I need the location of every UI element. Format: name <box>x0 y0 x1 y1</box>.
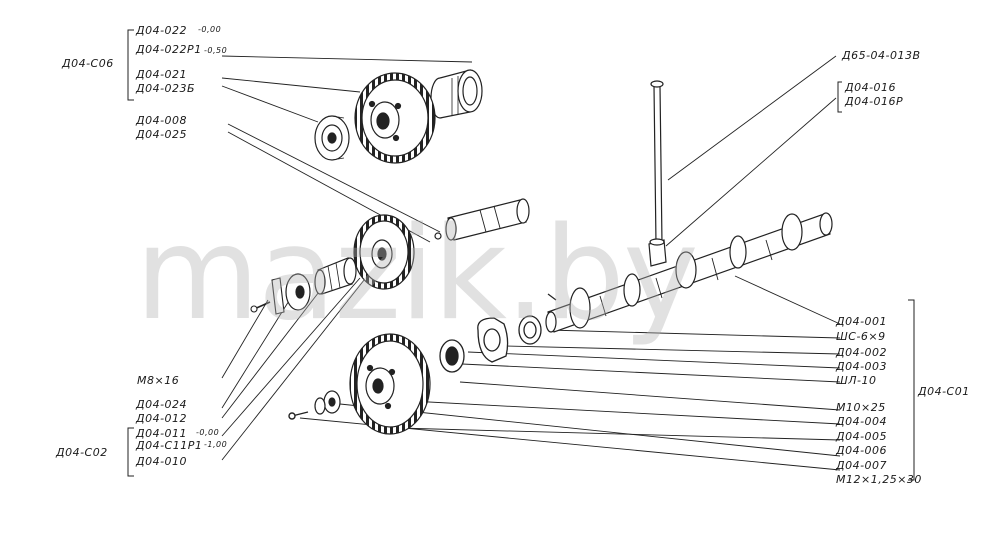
label-d04-005: Д04-005 <box>836 430 888 443</box>
label-d04-023b: Д04-023Б <box>136 82 196 95</box>
label-d04-002: Д04-002 <box>836 346 888 359</box>
hub-part <box>314 115 350 161</box>
label-shs-6x9: ШС-6×9 <box>836 330 886 343</box>
label-d04-021: Д04-021 <box>136 68 188 81</box>
label-d04-012: Д04-012 <box>136 412 188 425</box>
label-d65-04-013v: Д65-04-013В <box>842 49 921 62</box>
label-m12: М12×1,25×30 <box>836 473 922 486</box>
washer-part <box>439 339 465 373</box>
thrust-ring-part <box>518 315 542 345</box>
upper-gear-part <box>354 72 436 164</box>
group-brackets <box>127 29 915 481</box>
label-d04-c02: Д04-С02 <box>56 446 108 459</box>
label-d04-024: Д04-024 <box>136 398 188 411</box>
label-d04-022r1: Д04-022Р1 <box>136 43 202 56</box>
label-d04-025: Д04-025 <box>136 128 188 141</box>
flange-part <box>285 273 311 311</box>
label-d04-007: Д04-007 <box>836 459 888 472</box>
label-d04-011-tol: -0,00 <box>196 428 220 437</box>
label-d04-010: Д04-010 <box>136 455 188 468</box>
nut-washer-part <box>314 390 341 415</box>
bolt-part <box>288 411 309 420</box>
lock-plate-part <box>250 277 285 315</box>
label-d04-c01: Д04-С01 <box>918 385 970 398</box>
label-d04-001: Д04-001 <box>836 315 888 328</box>
label-m8x16: М8×16 <box>137 374 180 387</box>
camshaft-gear-part <box>349 333 431 435</box>
label-d04-c11r1: Д04-С11Р1 <box>136 439 203 452</box>
bushing-part <box>430 69 483 119</box>
middle-gear-part <box>353 214 415 290</box>
label-d04-022: Д04-022 <box>136 24 188 37</box>
thrust-flange-part <box>477 317 509 363</box>
push-rod-part <box>648 80 667 267</box>
camshaft-part <box>545 212 833 333</box>
label-d04-016r: Д04-016Р <box>845 95 904 108</box>
label-d04-016: Д04-016 <box>845 81 897 94</box>
label-d04-006: Д04-006 <box>836 444 888 457</box>
label-shl-10: ШЛ-10 <box>836 374 877 387</box>
label-d04-011: Д04-011 <box>136 427 188 440</box>
label-d04-003: Д04-003 <box>836 360 888 373</box>
sleeve-part <box>314 257 357 295</box>
intermediate-shaft-part <box>434 198 530 241</box>
label-d04-022r1-tol: -0,50 <box>204 46 228 55</box>
label-m10x25: М10×25 <box>836 401 886 414</box>
label-d04-008: Д04-008 <box>136 114 188 127</box>
label-d04-022-tol: -0,00 <box>198 25 222 34</box>
label-d04-c11r1-tol: -1,00 <box>204 440 228 449</box>
label-d04-c06: Д04-С06 <box>62 57 114 70</box>
label-d04-004: Д04-004 <box>836 415 888 428</box>
